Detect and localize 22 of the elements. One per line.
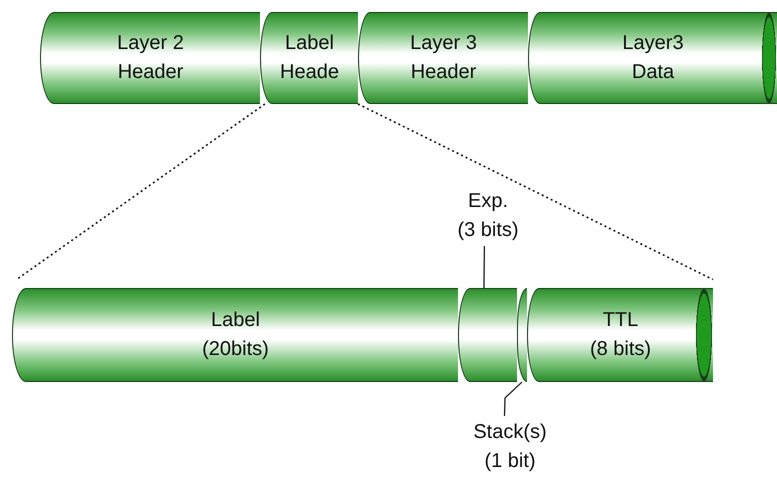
header-segment [528,12,777,104]
zoom-guide-line [16,103,266,280]
bar-segment [458,288,517,382]
segment-label: Layer 3 Header [409,31,478,85]
segment-label: TTL [602,308,640,333]
segment-label: Layer3 Data [621,31,685,85]
bar-segment [517,288,527,382]
header-segment [260,12,358,104]
callout-label: Exp. [466,189,510,214]
segment-label: Label Heade [279,31,340,85]
leader-line [483,246,485,288]
leader-line [504,382,522,416]
callout-label: (3 bits) [456,218,520,243]
zoom-guide-line [358,103,714,280]
header-segment [358,12,528,104]
segment-label: Label (20bits) [201,308,270,362]
header-segment [40,12,260,104]
callout-label: Stack(s) (1 bit) [472,420,548,474]
header-segment [527,288,713,382]
segment-label: Layer 2 Header [116,31,185,85]
segment-label: (8 bits) [588,337,652,362]
header-segment [12,288,458,382]
